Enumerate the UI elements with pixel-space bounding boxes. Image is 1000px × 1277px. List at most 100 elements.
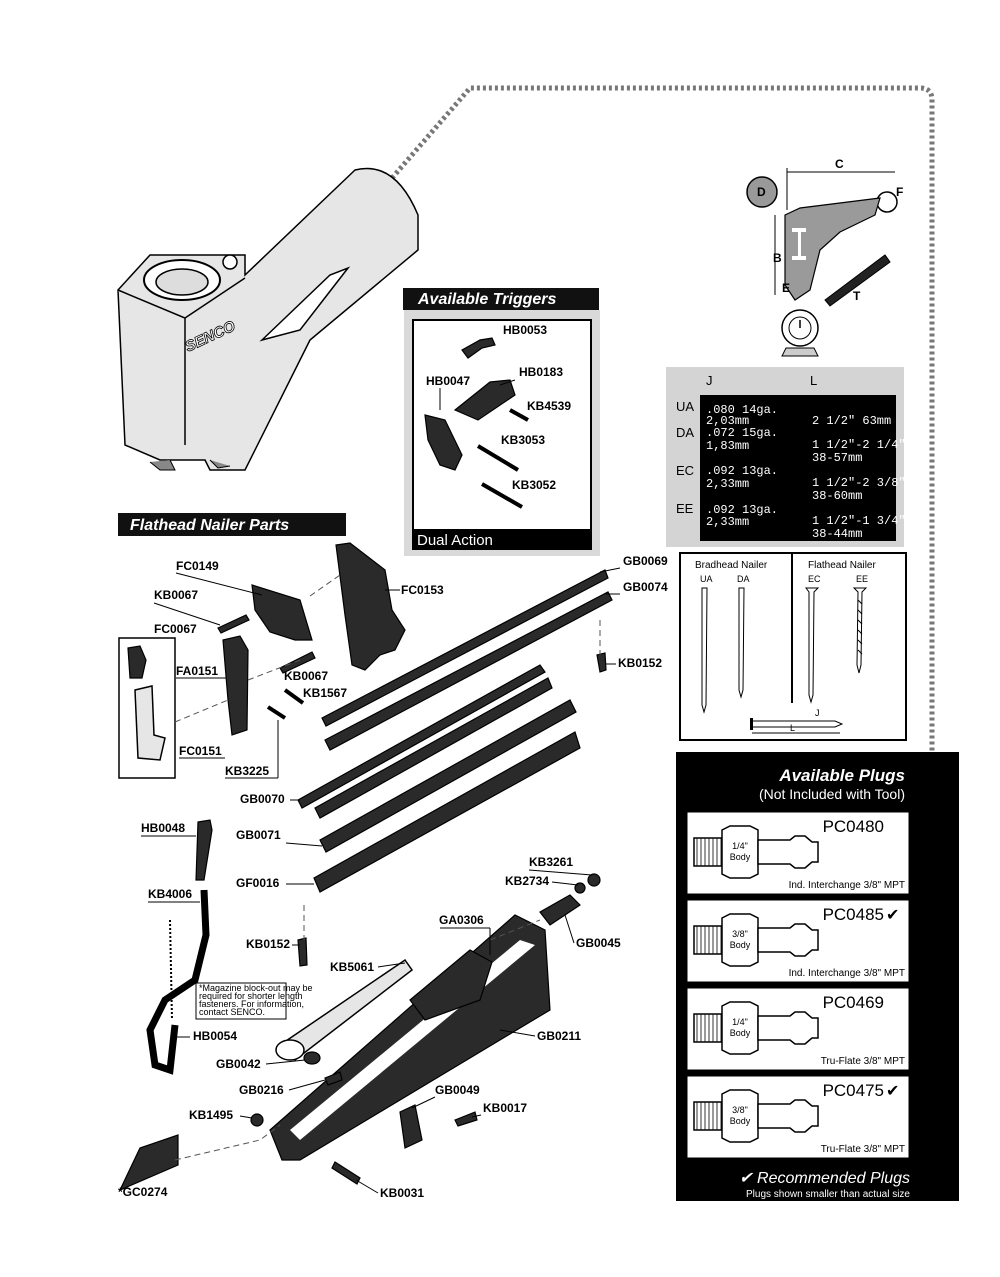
- table-cell: .072 15ga.: [706, 426, 778, 440]
- table-cell: 38-60mm: [812, 489, 862, 503]
- label-KB3261: KB3261: [529, 855, 573, 869]
- plugs-title: Available Plugs: [778, 766, 905, 785]
- label-GB0045: GB0045: [576, 936, 621, 950]
- label-KB0031: KB0031: [380, 1186, 424, 1200]
- table-cell: .092 13ga.: [706, 464, 778, 478]
- table-cell: 1,83mm: [706, 439, 749, 453]
- label-GC0274: *GC0274: [118, 1185, 168, 1199]
- nail-code: EE: [856, 574, 868, 584]
- air-route-line: [390, 85, 935, 1083]
- label-KB3052: KB3052: [512, 478, 556, 492]
- label-KB0152: KB0152: [246, 937, 290, 951]
- table-cell: 1 1/2"-2 1/4": [812, 438, 906, 452]
- part-labels: FC0149 FC0153 KB0067 FC0067 FA0151 KB006…: [118, 554, 668, 1200]
- label-KB3053: KB3053: [501, 433, 545, 447]
- plug-body-icon: [721, 1089, 759, 1143]
- label-KB3225: KB3225: [225, 764, 269, 778]
- label-KB5061: KB5061: [330, 960, 374, 974]
- label-GB0042: GB0042: [216, 1057, 261, 1071]
- label-KB1495: KB1495: [189, 1108, 233, 1122]
- plug-description: Ind. Interchange 3/8" MPT: [789, 880, 905, 891]
- parts-title: Flathead Nailer Parts: [130, 517, 289, 534]
- nail-code: UA: [700, 574, 713, 584]
- label-HB0053: HB0053: [503, 323, 547, 337]
- exploded-parts: [118, 542, 613, 1192]
- label-GB0211: GB0211: [537, 1029, 581, 1043]
- dim-letter-C: C: [835, 157, 844, 171]
- label-GA0306: GA0306: [439, 913, 484, 927]
- table-cell: 1 1/2"-1 3/4": [812, 514, 906, 528]
- plug-code: PC0480: [823, 817, 884, 836]
- trigger-type-label: Dual Action: [417, 532, 493, 549]
- table-row-code: EC: [676, 463, 694, 478]
- dim-letter-D: D: [757, 185, 766, 199]
- label-GB0070: GB0070: [240, 792, 285, 806]
- magazine-note-line: fasteners. For information,: [199, 999, 304, 1009]
- plug-nose-icon: [757, 835, 819, 869]
- label-GF0016: GF0016: [236, 876, 280, 890]
- plug-size-label: Body: [730, 852, 751, 862]
- label-FC0067: FC0067: [154, 622, 197, 636]
- label-HB0054: HB0054: [193, 1029, 237, 1043]
- plug-thread-icon: [693, 925, 723, 955]
- table-row-code: DA: [676, 425, 694, 440]
- plug-code: PC0475: [823, 1081, 884, 1100]
- triggers-title: Available Triggers: [417, 291, 557, 308]
- plug-size: 3/8": [732, 929, 748, 939]
- plug-nose-icon: [757, 923, 819, 957]
- plug-size: 1/4": [732, 841, 748, 851]
- label-KB4539: KB4539: [527, 399, 571, 413]
- nailer-housing: SENCO: [117, 167, 419, 471]
- recommended-check-icon: ✔: [886, 905, 899, 924]
- table-cell: .080 14ga.: [706, 403, 778, 417]
- plug-description: Tru-Flate 3/8" MPT: [821, 1056, 905, 1067]
- label-FC0149: FC0149: [176, 559, 219, 573]
- label-GB0074: GB0074: [623, 580, 668, 594]
- plug-thread-icon: [693, 837, 723, 867]
- table-header-L: L: [810, 373, 817, 388]
- table-cell: 2,33mm: [706, 515, 749, 529]
- label-FC0151: FC0151: [179, 744, 222, 758]
- plug-body-icon: [721, 913, 759, 967]
- label-FC0153: FC0153: [401, 583, 444, 597]
- nail-types-box: Bradhead Nailer Flathead Nailer UA DA EC…: [679, 552, 907, 741]
- plug-nose-icon: [757, 1099, 819, 1133]
- parts-header-bg: [118, 513, 346, 536]
- label-KB0067: KB0067: [284, 669, 328, 683]
- table-row-code: UA: [676, 399, 694, 414]
- label-GB0049: GB0049: [435, 1083, 480, 1097]
- bradhead-title: Bradhead Nailer: [695, 560, 768, 571]
- plugs-subtitle: (Not Included with Tool): [759, 786, 905, 802]
- table-cell: 38-44mm: [812, 527, 862, 541]
- plug-description: Ind. Interchange 3/8" MPT: [789, 968, 905, 979]
- plug-size: 3/8": [732, 1105, 748, 1115]
- table-cell: 2,03mm: [706, 414, 749, 428]
- table-header-J: J: [706, 373, 713, 388]
- nail-j-label: J: [815, 708, 820, 718]
- table-cell: 2 1/2" 63mm: [812, 414, 891, 428]
- plug-thread-icon: [693, 1013, 723, 1043]
- plugs-recommended: ✔ Recommended Plugs: [739, 1170, 910, 1187]
- table-cell: .092 13ga.: [706, 503, 778, 517]
- label-KB0152: KB0152: [618, 656, 662, 670]
- plug-code: PC0469: [823, 993, 884, 1012]
- plug-size-label: Body: [730, 1028, 751, 1038]
- label-GB0216: GB0216: [239, 1083, 284, 1097]
- nail-l-label: L: [790, 723, 795, 733]
- plug-size: 1/4": [732, 1017, 748, 1027]
- plug-body-icon: [721, 1001, 759, 1055]
- label-KB4006: KB4006: [148, 887, 192, 901]
- plug-size-label: Body: [730, 940, 751, 950]
- dim-letter-T: T: [853, 289, 861, 303]
- dim-letter-F: F: [896, 185, 903, 199]
- plugs-note: Plugs shown smaller than actual size: [746, 1189, 910, 1200]
- table-row-code: EE: [676, 501, 694, 516]
- plug-body-icon: [721, 825, 759, 879]
- plug-thread-icon: [693, 1101, 723, 1131]
- label-HB0047: HB0047: [426, 374, 470, 388]
- magazine-note-line: *Magazine block-out may be: [199, 983, 313, 993]
